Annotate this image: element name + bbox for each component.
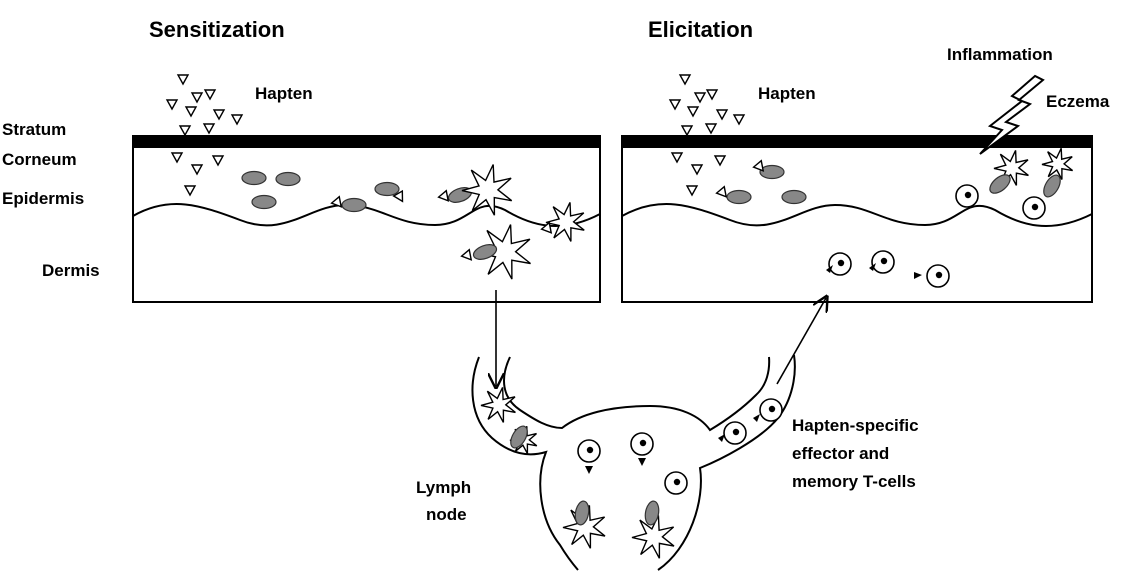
eczema-label: Eczema	[1046, 92, 1110, 111]
t-cell-icon-r3	[829, 253, 851, 275]
tcr-icon-ln2	[638, 458, 646, 466]
effector-label-line1: Hapten-specific	[792, 416, 919, 435]
t-cell-icon-ln3	[665, 472, 687, 494]
hapten-icon-right-11	[715, 156, 725, 165]
stratum-label: Stratum	[2, 120, 66, 139]
langerhans-cell-right-1	[760, 166, 784, 179]
hapten-icon-right-3	[707, 90, 717, 99]
t-cell-icon-ln2	[631, 433, 653, 455]
epidermis-label: Epidermis	[2, 189, 84, 208]
corneum-label: Corneum	[2, 150, 77, 169]
sensitization-skin-panel	[133, 136, 600, 302]
effector-label-line3: memory T-cells	[792, 472, 916, 491]
hapten-icon-right-6	[734, 115, 744, 124]
langerhans-cell-right-3	[782, 191, 806, 204]
t-cell-icon-r5	[927, 265, 949, 287]
hapten-icon-right-8	[706, 124, 716, 133]
langerhans-cell-right-2	[727, 191, 751, 204]
t-cell-icon-ln4	[724, 422, 746, 444]
left-skin-box	[133, 136, 600, 302]
left-stratum-corneum	[133, 136, 600, 148]
hapten-icon-right-9	[672, 153, 682, 162]
t-cell-icon-ln5	[760, 399, 782, 421]
node-label: node	[426, 505, 467, 524]
bound-hapten-icon-5	[462, 250, 475, 263]
dendritic-cell-star-icon-ln1	[481, 387, 515, 422]
t-cell-icon-ln1	[578, 440, 600, 462]
langerhans-cell-3	[252, 196, 276, 209]
hapten-icon-left-6	[232, 115, 242, 124]
hapten-icon-left-9	[172, 153, 182, 162]
t-cell-icon-r1	[956, 185, 978, 207]
langerhans-cell-4	[342, 199, 366, 212]
lymph-node-inner-curve	[504, 357, 769, 430]
hapten-icon-right-2	[695, 93, 705, 102]
hapten-icon-left-8	[204, 124, 214, 133]
hapten-icon-right-1	[670, 100, 680, 109]
hapten-icon-right-10	[692, 165, 702, 174]
hapten-icon-right-0	[680, 75, 690, 84]
tcr-icon-ln1	[585, 466, 593, 474]
hapten-icon-left-1	[167, 100, 177, 109]
dermis-label: Dermis	[42, 261, 100, 280]
inflammation-label: Inflammation	[947, 45, 1053, 64]
hapten-icon-left-7	[180, 126, 190, 135]
hapten-icon-left-12	[185, 186, 195, 195]
right-stratum-corneum	[622, 136, 1092, 148]
langerhans-cell-2	[276, 173, 300, 186]
hapten-icon-right-7	[682, 126, 692, 135]
elicitation-title: Elicitation	[648, 17, 753, 42]
t-cell-icon-r2	[1023, 197, 1045, 219]
hapten-label-right: Hapten	[758, 84, 816, 103]
hapten-icon-left-0	[178, 75, 188, 84]
right-epidermis-dermis-border	[622, 204, 1092, 226]
hapten-icon-left-5	[214, 110, 224, 119]
hapten-icon-right-4	[688, 107, 698, 116]
hapten-icon-left-3	[205, 90, 215, 99]
cells-layer	[242, 148, 1073, 558]
sensitization-title: Sensitization	[149, 17, 285, 42]
tcr-icon-3	[914, 272, 922, 279]
dendritic-cell-star-icon-1	[462, 165, 512, 216]
hapten-icon-right-5	[717, 110, 727, 119]
lymph-label: Lymph	[416, 478, 471, 497]
langerhans-cell-1	[242, 172, 266, 185]
hapten-icon-left-2	[192, 93, 202, 102]
hapten-label-left: Hapten	[255, 84, 313, 103]
langerhans-cell-5	[375, 183, 399, 196]
hapten-icon-left-10	[192, 165, 202, 174]
arrow-lymph-to-skin	[777, 298, 826, 384]
tcr-icon-ln3	[718, 434, 725, 442]
t-cell-icon-r4	[872, 251, 894, 273]
hapten-icon-left-4	[186, 107, 196, 116]
left-epidermis-dermis-border	[133, 204, 600, 226]
tcr-icon-ln4	[753, 414, 760, 422]
hapten-icon-right-12	[687, 186, 697, 195]
hapten-icon-left-11	[213, 156, 223, 165]
effector-label-line2: effector and	[792, 444, 889, 463]
